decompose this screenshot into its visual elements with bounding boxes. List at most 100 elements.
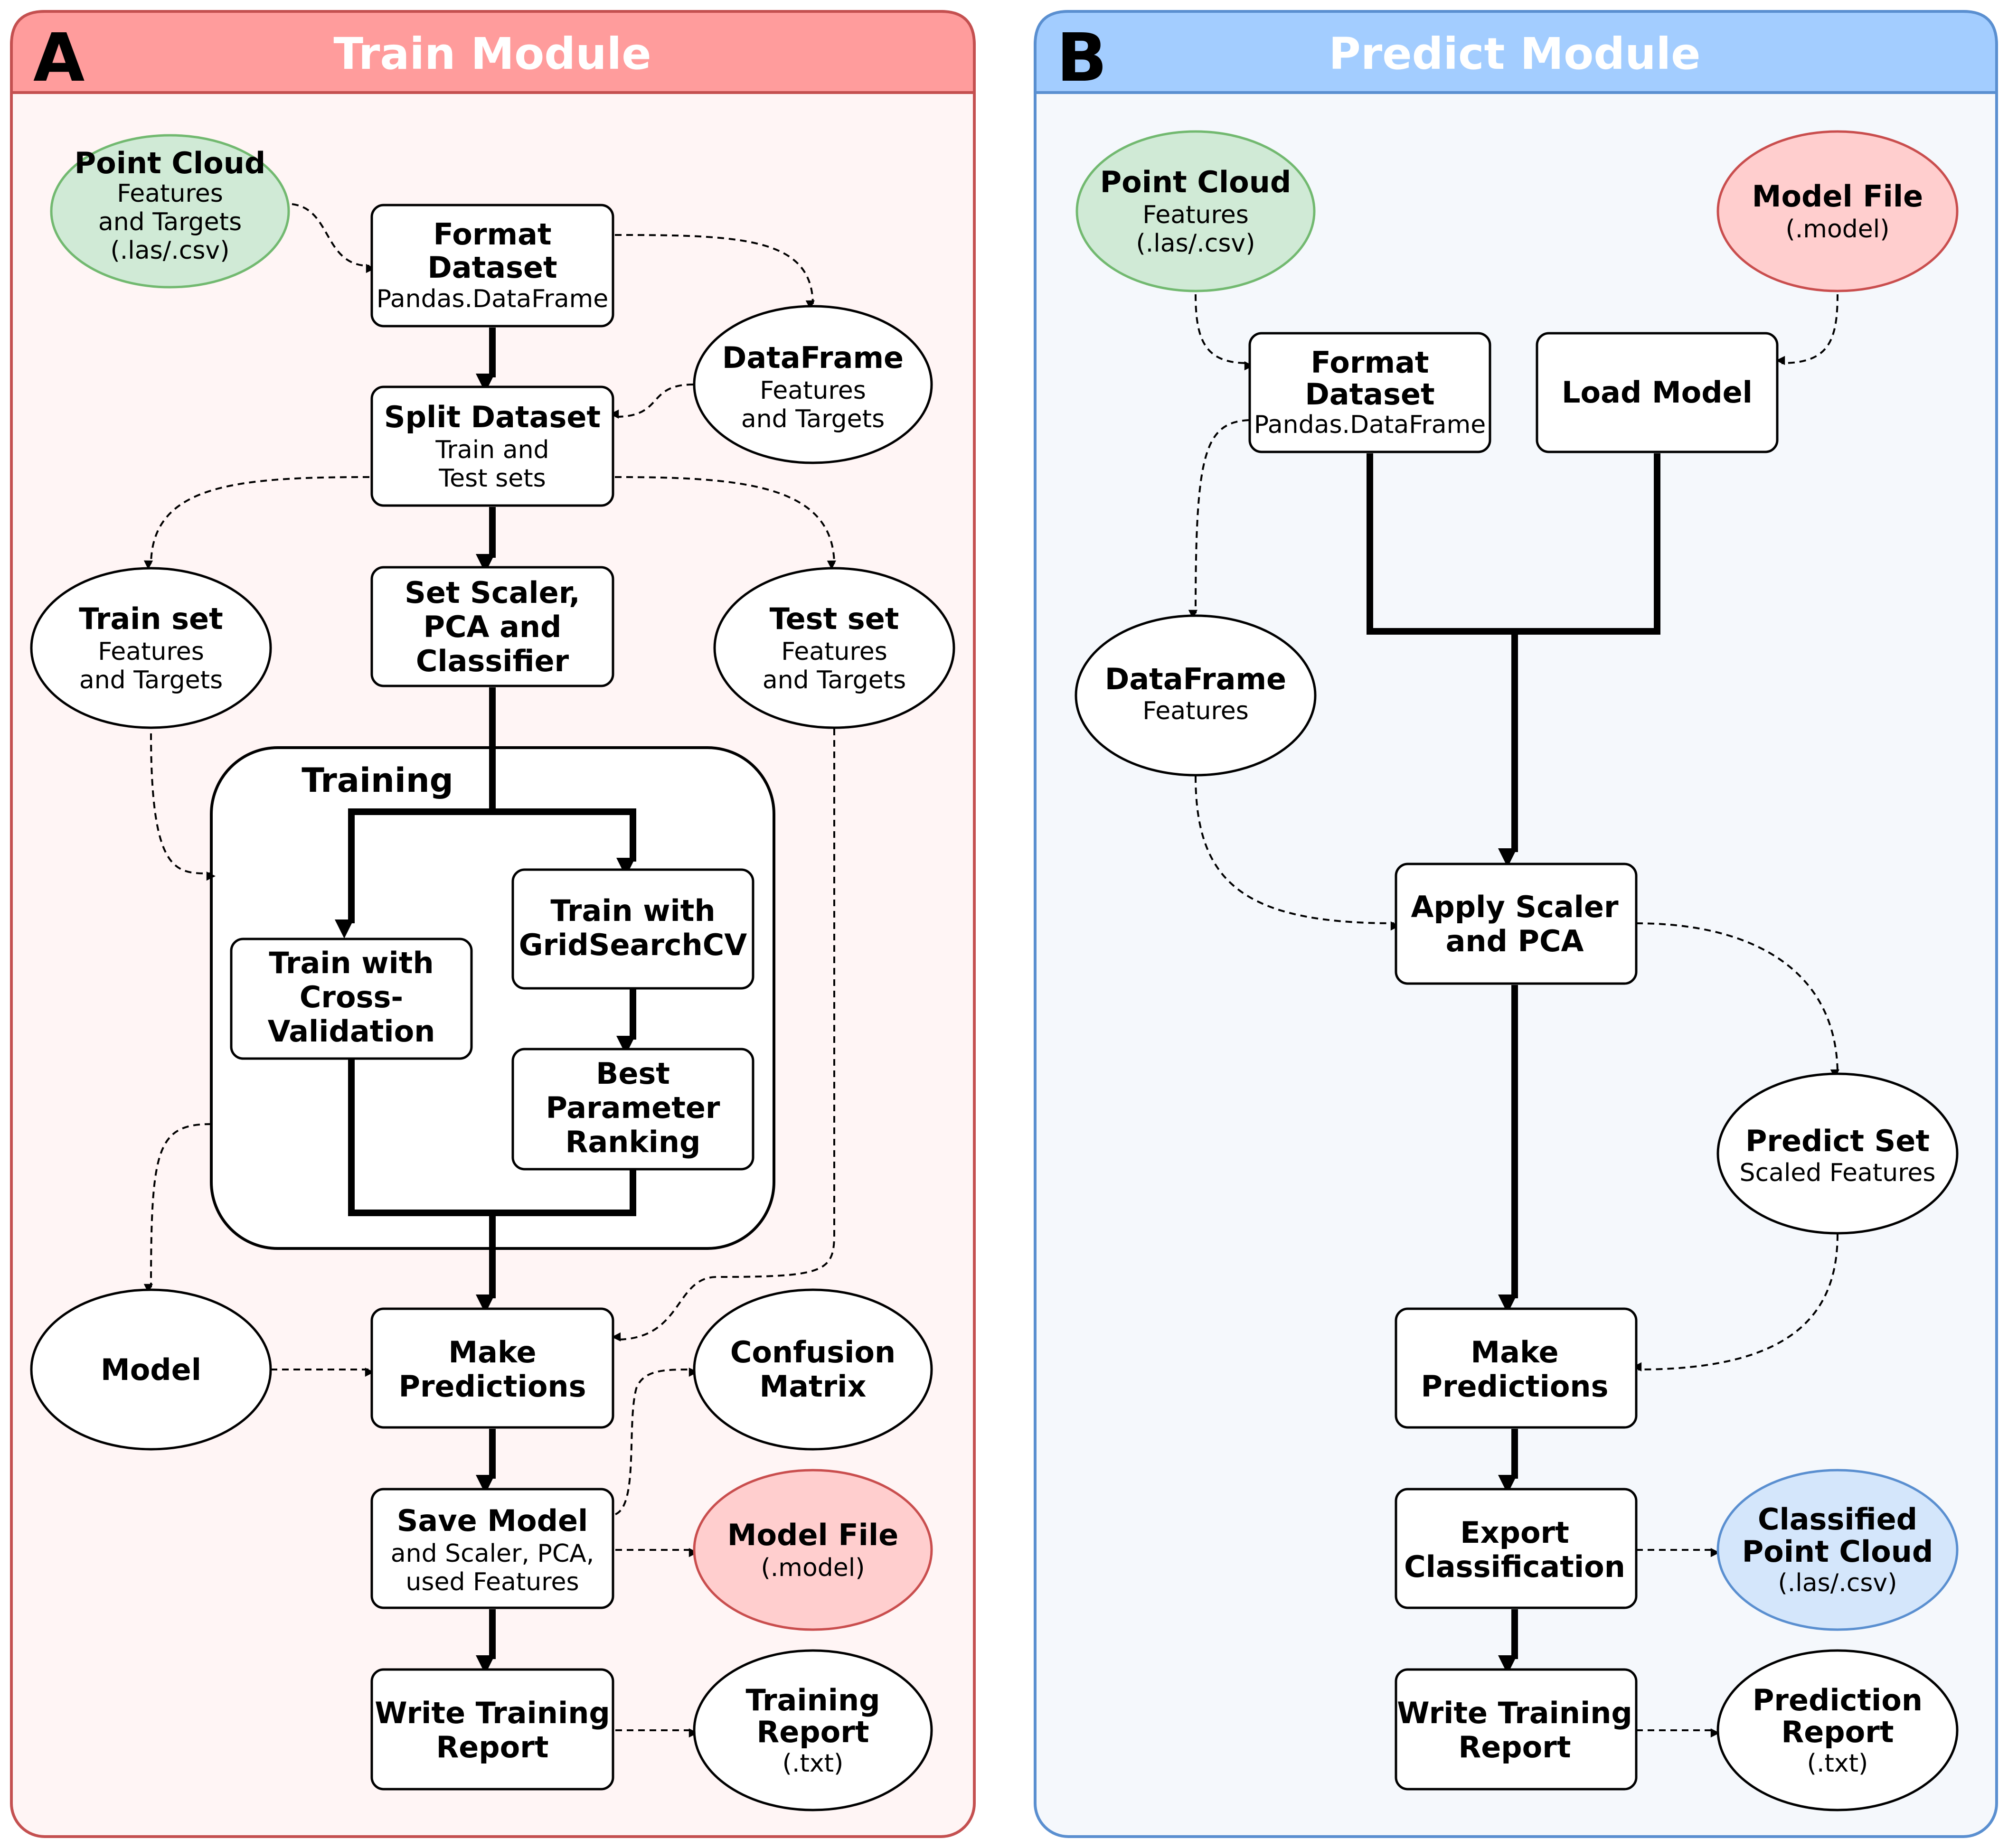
svg-text:DataFrame: DataFrame <box>722 340 904 375</box>
svg-text:Set Scaler,: Set Scaler, <box>405 575 580 610</box>
svg-text:Scaled Features: Scaled Features <box>1739 1159 1935 1187</box>
svg-text:Prediction: Prediction <box>1753 1683 1923 1717</box>
svg-text:Cross-: Cross- <box>300 980 403 1014</box>
train-dataframe-node: DataFrame Features and Targets <box>693 305 933 464</box>
svg-text:Write Training: Write Training <box>1397 1696 1632 1730</box>
svg-text:Features: Features <box>1142 201 1249 229</box>
predict-load-model-node: Load Model <box>1536 332 1779 453</box>
training-group-title: Training <box>302 761 453 800</box>
train-panel-header <box>10 10 976 94</box>
svg-text:(.las/.csv): (.las/.csv) <box>110 236 229 265</box>
svg-text:(.model): (.model) <box>1785 215 1889 244</box>
predict-export-classification-node: Export Classification <box>1395 1488 1638 1609</box>
svg-text:Classification: Classification <box>1404 1549 1625 1584</box>
svg-text:and Targets: and Targets <box>763 666 906 694</box>
train-model-node: Model <box>30 1288 272 1451</box>
svg-text:Format: Format <box>433 217 551 252</box>
svg-text:and Targets: and Targets <box>79 666 223 694</box>
train-panel-title: Train Module <box>333 28 651 79</box>
svg-text:Point Cloud: Point Cloud <box>1100 165 1292 199</box>
train-make-predictions-node: Make Predictions <box>370 1307 614 1429</box>
predict-panel-letter: B <box>1056 19 1107 97</box>
predict-apply-scaler-node: Apply Scaler and PCA <box>1395 863 1638 985</box>
svg-text:PCA and: PCA and <box>424 610 562 644</box>
svg-text:Train set: Train set <box>79 601 223 636</box>
predict-solid-flow <box>1367 453 1660 1674</box>
svg-text:Confusion: Confusion <box>730 1335 896 1370</box>
svg-text:used Features: used Features <box>405 1568 579 1596</box>
predict-model-file-node: Model File (.model) <box>1716 130 1959 292</box>
svg-text:(.model): (.model) <box>761 1554 865 1582</box>
svg-text:Classifier: Classifier <box>416 644 569 678</box>
svg-text:Model File: Model File <box>727 1518 898 1552</box>
svg-text:and Scaler, PCA,: and Scaler, PCA, <box>391 1539 594 1568</box>
svg-text:Split Dataset: Split Dataset <box>384 400 601 434</box>
svg-text:Features: Features <box>98 638 204 666</box>
svg-text:Model File: Model File <box>1752 179 1923 214</box>
train-set-node: Train set Features and Targets <box>30 567 272 729</box>
train-format-dataset-node: Format Dataset Pandas.DataFrame <box>370 204 614 328</box>
train-write-report-node: Write Training Report <box>370 1668 614 1791</box>
train-panel-letter: A <box>33 19 85 97</box>
train-gridsearch-node: Train with GridSearchCV <box>511 868 754 990</box>
train-point-cloud-node: Point Cloud Features and Targets (.las/.… <box>50 134 290 289</box>
train-cross-validation-node: Train with Cross- Validation <box>230 938 473 1060</box>
predict-dataframe-node: DataFrame Features <box>1075 614 1317 777</box>
svg-text:Make: Make <box>1471 1335 1558 1370</box>
svg-text:Predict Set: Predict Set <box>1745 1124 1930 1158</box>
train-dashed-flow <box>143 203 836 1738</box>
svg-text:Features: Features <box>117 179 223 208</box>
svg-text:Apply Scaler: Apply Scaler <box>1411 890 1619 924</box>
train-solid-flow <box>335 328 636 1674</box>
svg-text:Training: Training <box>745 1683 880 1717</box>
svg-text:GridSearchCV: GridSearchCV <box>519 928 747 962</box>
svg-text:(.txt): (.txt) <box>782 1749 844 1778</box>
predict-panel-header <box>1034 10 1998 94</box>
svg-text:Train with: Train with <box>269 946 434 980</box>
svg-text:Ranking: Ranking <box>566 1125 701 1159</box>
train-split-dataset-node: Split Dataset Train and Test sets <box>370 385 614 507</box>
predict-predict-set-node: Predict Set Scaled Features <box>1716 1072 1959 1235</box>
svg-text:Pandas.DataFrame: Pandas.DataFrame <box>1254 411 1486 439</box>
svg-text:Pandas.DataFrame: Pandas.DataFrame <box>377 285 609 313</box>
svg-text:Train with: Train with <box>550 893 715 928</box>
svg-text:Report: Report <box>1459 1730 1571 1764</box>
svg-text:Features: Features <box>781 638 887 666</box>
svg-text:Features: Features <box>1142 697 1249 725</box>
svg-text:Write Training: Write Training <box>375 1696 610 1730</box>
svg-text:Matrix: Matrix <box>760 1369 867 1404</box>
predict-prediction-report-node: Prediction Report (.txt) <box>1716 1649 1959 1811</box>
predict-format-dataset-node: Format Dataset Pandas.DataFrame <box>1248 332 1491 453</box>
predict-make-predictions-node: Make Predictions <box>1395 1307 1638 1429</box>
train-set-scaler-node: Set Scaler, PCA and Classifier <box>370 566 614 687</box>
train-best-parameter-node: Best Parameter Ranking <box>511 1048 754 1171</box>
predict-point-cloud-node: Point Cloud Features (.las/.csv) <box>1075 130 1316 292</box>
svg-text:Features: Features <box>760 376 866 405</box>
svg-text:Classified: Classified <box>1758 1502 1917 1537</box>
predict-write-report-node: Write Training Report <box>1395 1668 1638 1791</box>
train-model-file-node: Model File (.model) <box>693 1469 933 1631</box>
predict-dashed-flow <box>1188 294 1839 1738</box>
svg-text:Parameter: Parameter <box>546 1090 720 1125</box>
svg-text:Make: Make <box>448 1335 536 1370</box>
svg-text:Test sets: Test sets <box>438 464 546 493</box>
svg-text:Save Model: Save Model <box>397 1503 588 1538</box>
predict-panel-title: Predict Module <box>1329 28 1700 79</box>
svg-text:Model: Model <box>101 1352 201 1387</box>
svg-text:Point Cloud: Point Cloud <box>1742 1534 1933 1569</box>
train-training-report-node: Training Report (.txt) <box>693 1649 933 1811</box>
svg-text:Predictions: Predictions <box>399 1369 586 1404</box>
svg-text:Test set: Test set <box>770 601 899 636</box>
svg-text:(.txt): (.txt) <box>1807 1749 1868 1778</box>
train-save-model-node: Save Model and Scaler, PCA, used Feature… <box>370 1488 614 1609</box>
svg-text:Export: Export <box>1460 1515 1569 1550</box>
svg-text:Train and: Train and <box>435 436 549 464</box>
svg-text:DataFrame: DataFrame <box>1105 662 1286 696</box>
svg-text:and Targets: and Targets <box>98 208 242 236</box>
svg-text:(.las/.csv): (.las/.csv) <box>1778 1569 1897 1597</box>
svg-text:Report: Report <box>436 1730 549 1764</box>
svg-text:Validation: Validation <box>268 1014 435 1049</box>
train-confusion-matrix-node: Confusion Matrix <box>693 1288 933 1451</box>
svg-text:(.las/.csv): (.las/.csv) <box>1136 229 1255 258</box>
